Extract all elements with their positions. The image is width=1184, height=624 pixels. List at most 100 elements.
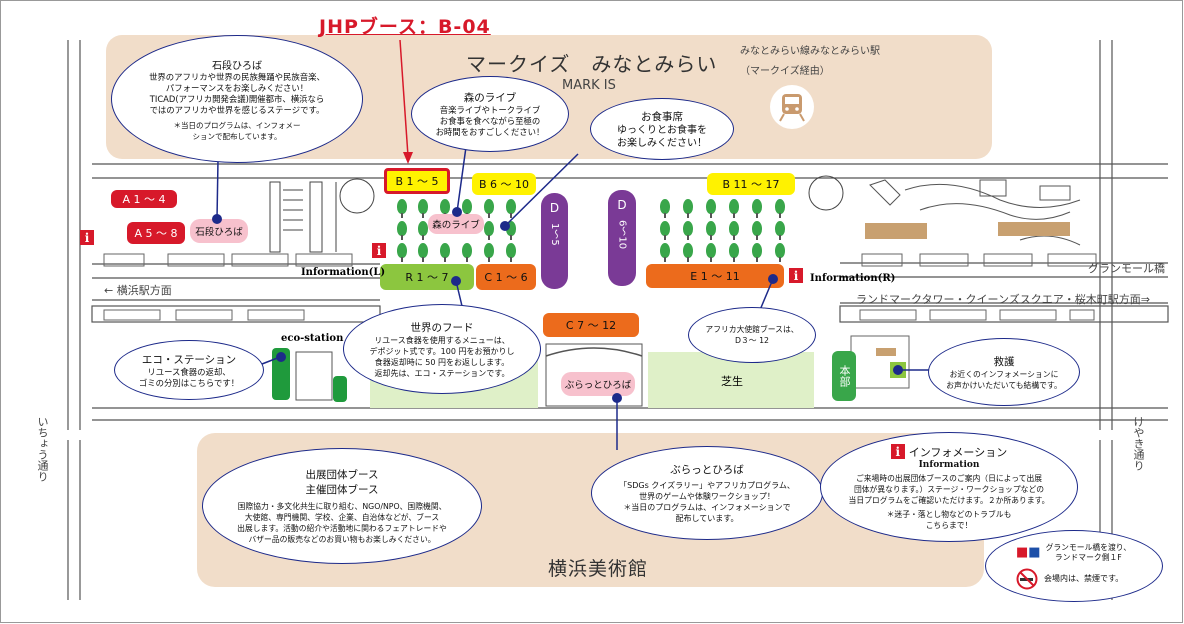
booth-b-1-5-jhp[interactable]: B 1 ～ 5: [384, 168, 450, 194]
callout-line: お楽しみください！: [617, 137, 707, 149]
toilet-line: ランドマーク側１F: [1054, 552, 1122, 562]
road-label-ichou: いちょう通り: [36, 416, 49, 482]
callout-line: 「SDGs クイズラリー」やアフリカプログラム、: [619, 481, 795, 490]
mark-is-name-jp: マークイズ みなとみらい: [466, 52, 718, 76]
callout-line: お声かけいただいても結構です。: [946, 380, 1062, 390]
info-r-icon[interactable]: i: [789, 268, 803, 283]
toilet-line: グランモール橋を渡り、: [1045, 542, 1132, 552]
callout-line: ではのアフリカや世界を感じるステージです。: [149, 104, 325, 115]
callout-line: ＊当日のプログラムは、インフォメーションで: [623, 503, 791, 512]
stage-structure: [545, 343, 643, 407]
train-icon: [770, 85, 814, 129]
callout-line: アフリカ大使館ブースは、: [705, 325, 799, 334]
lawn-label: 芝生: [721, 375, 743, 388]
booth-d-1-5-letter: D: [549, 201, 560, 215]
callout-food-seating: お食事席 ゆっくりとお食事を お楽しみください！: [590, 98, 734, 160]
callout-information-subtitle: Information: [918, 459, 980, 470]
jhp-arrow: [399, 39, 413, 164]
callout-line: ゆっくりとお食事を: [617, 124, 707, 136]
info-icon: i: [890, 444, 905, 459]
stage-arch: [545, 347, 643, 357]
callout-ishidan-title: 石段ひろば: [212, 60, 262, 72]
world-food-marker: [451, 276, 461, 286]
callout-line: お近くのインフォメーションに: [949, 369, 1059, 379]
booth-b-11-17[interactable]: B 11 ～ 17: [707, 173, 795, 195]
callout-line: ゴミの分別はこちらです！: [138, 377, 240, 388]
smoking-row: 会場内は、禁煙です。: [1016, 568, 1123, 590]
mark-is-name-en: MARK IS: [562, 78, 616, 93]
booth-d-6-10-letter: D: [617, 198, 627, 212]
road-label-landmark: ランドマークタワー・クイーンズスクエア・桜木町駅方面⇒: [856, 293, 1151, 306]
callout-burat: ぶらっとひろば 「SDGs クイズラリー」やアフリカプログラム、 世界のゲームや…: [591, 446, 823, 540]
callout-line: 出展します。活動の紹介や活動地に関わるフェアトレードや: [237, 524, 447, 533]
structure-block: [865, 223, 927, 239]
booth-b-6-10[interactable]: B 6 ～ 10: [472, 173, 536, 195]
info-l-icon[interactable]: i: [372, 243, 386, 258]
eco-marker: [276, 352, 286, 362]
road-segments: [103, 253, 1097, 321]
callout-mori-title: 森のライブ: [463, 92, 517, 104]
booth-a-5-8[interactable]: A 5 ～ 8: [127, 222, 185, 244]
toilet-icon: ■■: [1016, 545, 1041, 560]
mori-live-tag[interactable]: 森のライブ: [428, 214, 484, 234]
rescue-marker: [893, 365, 903, 375]
callout-line: 世界のゲームや体験ワークショップ！: [639, 492, 775, 501]
callout-information: i インフォメーション Information ご来場時の出展団体ブースのご案内…: [820, 432, 1078, 542]
booth-c-1-6[interactable]: C 1 ～ 6: [476, 264, 536, 290]
booth-c-7-12[interactable]: C 7 ～ 12: [543, 313, 639, 337]
booth-a-1-4[interactable]: A 1 ～ 4: [111, 190, 177, 208]
honbu-hq[interactable]: 本部: [832, 351, 856, 401]
station-route: （マークイズ経由）: [740, 66, 830, 77]
callout-information-title: インフォメーション: [908, 445, 1008, 459]
mori-live-marker: [452, 207, 462, 217]
structure-block: [998, 222, 1070, 236]
callout-food-seating-title: お食事席: [641, 110, 683, 123]
food-seating-marker: [500, 221, 510, 231]
callout-line: 当日プログラムをご確認いただけます。２か所あります。: [848, 495, 1050, 505]
callout-line: お時間をおすごしください！: [435, 127, 545, 137]
callout-note: ＊当日のプログラムは、インフォメー: [173, 120, 301, 130]
booth-d-1-5[interactable]: D 1～5: [541, 193, 568, 289]
callout-world-food: 世界のフード リユース食器を使用するメニューは、 デポジット式です。100 円を…: [343, 304, 541, 394]
callout-line: 食器返却時に 50 円をお返しします。: [374, 357, 510, 367]
callout-note: ＊迷子・落とし物などのトラブルも: [886, 509, 1012, 519]
stairs-structure: [269, 175, 844, 253]
callout-ishidan: 石段ひろば 世界のアフリカや世界の民族舞踊や民族音楽、 パフォーマンスをお楽しみ…: [111, 35, 363, 163]
callout-line: リユース食器を使用するメニューは、: [374, 335, 510, 345]
callout-rescue: 救護 お近くのインフォメーションに お声かけいただいても結構です。: [928, 338, 1080, 406]
toilet-row: ■■ グランモール橋を渡り、 ランドマーク側１F: [1016, 543, 1131, 563]
callout-line: 世界のアフリカや世界の民族舞踊や民族音楽、: [149, 71, 325, 82]
info-icon[interactable]: i: [80, 230, 94, 245]
museum-name: 横浜美術館: [548, 558, 649, 580]
station-name: みなとみらい線みなとみらい駅: [740, 46, 880, 57]
callout-line: パフォーマンスをお楽しみください！: [165, 82, 309, 93]
callout-line: 音楽ライブやトークライブ: [439, 105, 541, 115]
callout-information-header: i インフォメーション: [890, 444, 1008, 460]
booth-d-6-10-range: 6～10: [616, 220, 628, 250]
callout-line: 配布しています。: [675, 514, 739, 523]
callout-embassy: アフリカ大使館ブースは、 D３～ 12: [688, 307, 816, 363]
no-smoking-text: 会場内は、禁煙です。: [1044, 574, 1124, 583]
callout-facilities: ■■ グランモール橋を渡り、 ランドマーク側１F 会場内は、禁煙です。: [985, 530, 1163, 602]
callout-line: 団体が異なります。）ステージ・ワークショップなどの: [853, 484, 1045, 494]
burat-marker: [612, 393, 622, 403]
burat-hiroba-tag[interactable]: ぶらっとひろば: [561, 372, 635, 396]
honbu-label: 本部: [838, 365, 851, 387]
callout-note: ションで配布しています。: [192, 131, 282, 141]
callout-exhibitors: 出展団体ブース 主催団体ブース 国際協力・多文化共生に取り組む、NGO/NPO、…: [202, 448, 482, 564]
no-smoking-icon: [1016, 568, 1038, 589]
embassy-marker: [768, 274, 778, 284]
callout-mori-live: 森のライブ 音楽ライブやトークライブ お食事を食べながら至極の お時間をおすごし…: [411, 76, 569, 152]
booth-b-1-5-label: B 1 ～ 5: [395, 175, 439, 188]
booth-e-1-11[interactable]: E 1 ～ 11: [646, 264, 784, 288]
booth-d-6-10[interactable]: D 6～10: [608, 190, 636, 286]
callout-line: 国際協力・多文化共生に取り組む、NGO/NPO、国際機関、: [237, 502, 447, 511]
eco-structure: [295, 351, 333, 401]
callout-world-food-title: 世界のフード: [410, 321, 474, 334]
callout-line: 大使館、専門機関、学校、企業、自治体などが、ブース: [244, 513, 440, 522]
callout-line: リユース食器の返却、: [147, 366, 231, 377]
callout-rescue-title: 救護: [993, 355, 1015, 368]
callout-exhibitors-title1: 出展団体ブース: [305, 469, 379, 481]
callout-note: こちらまで！: [925, 520, 973, 530]
